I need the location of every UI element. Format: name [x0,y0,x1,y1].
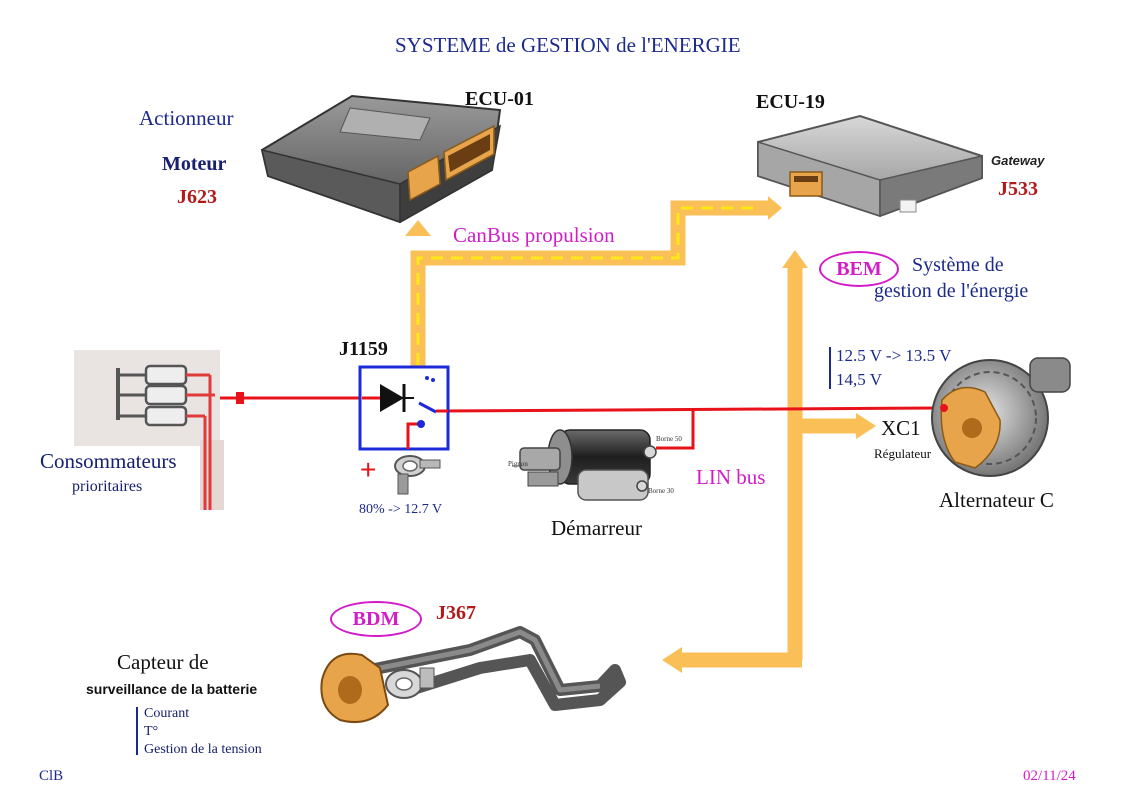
battery-sensor-icon [320,626,626,724]
consumers-icon [74,350,224,510]
sensor-item-voltage: Gestion de la tension [144,742,262,757]
power-wire [215,392,941,450]
xc1-label: XC1 [881,416,921,440]
lin-bus-label: LIN bus [696,465,766,489]
bdm-arrow [662,647,682,673]
sensor-label-line1: Capteur de [117,650,209,674]
sensor-item-current: Courant [144,706,190,721]
voltage-range-2: 14,5 V [836,370,882,389]
starter-motor-icon [512,429,657,501]
bem-bus-line [662,250,876,673]
gateway-label: Gateway [991,153,1045,168]
canbus-arrow-right [768,196,782,220]
relay-j1159 [358,365,450,451]
bem-desc-line2: gestion de l'énergie [874,280,1029,302]
regulator-label: Régulateur [874,446,932,461]
j1159-label: J1159 [339,338,388,360]
bem-arrow-up [782,250,808,268]
bem-badge: BEM [819,251,899,287]
author-label: ClB [39,768,64,784]
borne50-label: Borne 50 [656,435,682,443]
pignon-label: Pignon [508,460,528,468]
relay-switch-icon [418,401,437,414]
ecu-19-label: ECU-19 [756,91,825,113]
sensor-items-bracket [136,707,138,755]
starter-label: Démarreur [551,516,642,540]
actuator-label: Actionneur [139,106,234,130]
bdm-badge: BDM [330,601,422,637]
voltage-range-1: 12.5 V -> 13.5 V [836,346,952,365]
bem-desc-line1: Système de [912,254,1004,276]
j623-code: J623 [177,186,217,208]
priority-label: prioritaires [72,478,143,495]
alternator-arrow [856,413,876,439]
sensor-label-line2: surveillance de la batterie [86,681,258,697]
date-label: 02/11/24 [1023,768,1076,784]
canbus-arrow-up [405,220,431,236]
ecu-19-box [757,114,983,218]
alternator-label: Alternateur C [939,488,1054,512]
plus-terminal-label: + [360,454,377,485]
j367-code: J367 [436,602,476,624]
ecu-01-label: ECU-01 [465,88,534,110]
engine-label: Moteur [162,153,227,175]
battery-charge-label: 80% -> 12.7 V [359,502,443,517]
ecu-01-box [260,94,502,224]
page-title: SYSTEME de GESTION de l'ENERGIE [395,33,741,57]
alternator-icon [931,357,1071,477]
battery-terminal-icon [394,455,441,495]
j533-code: J533 [998,178,1038,200]
diode-icon [380,384,404,412]
sensor-item-temperature: T° [144,724,159,739]
canbus-line [405,196,782,378]
borne30-label: Borne 30 [648,487,674,495]
voltage-bracket [829,347,831,389]
consumers-label: Consommateurs [40,449,177,473]
canbus-label: CanBus propulsion [453,223,615,247]
